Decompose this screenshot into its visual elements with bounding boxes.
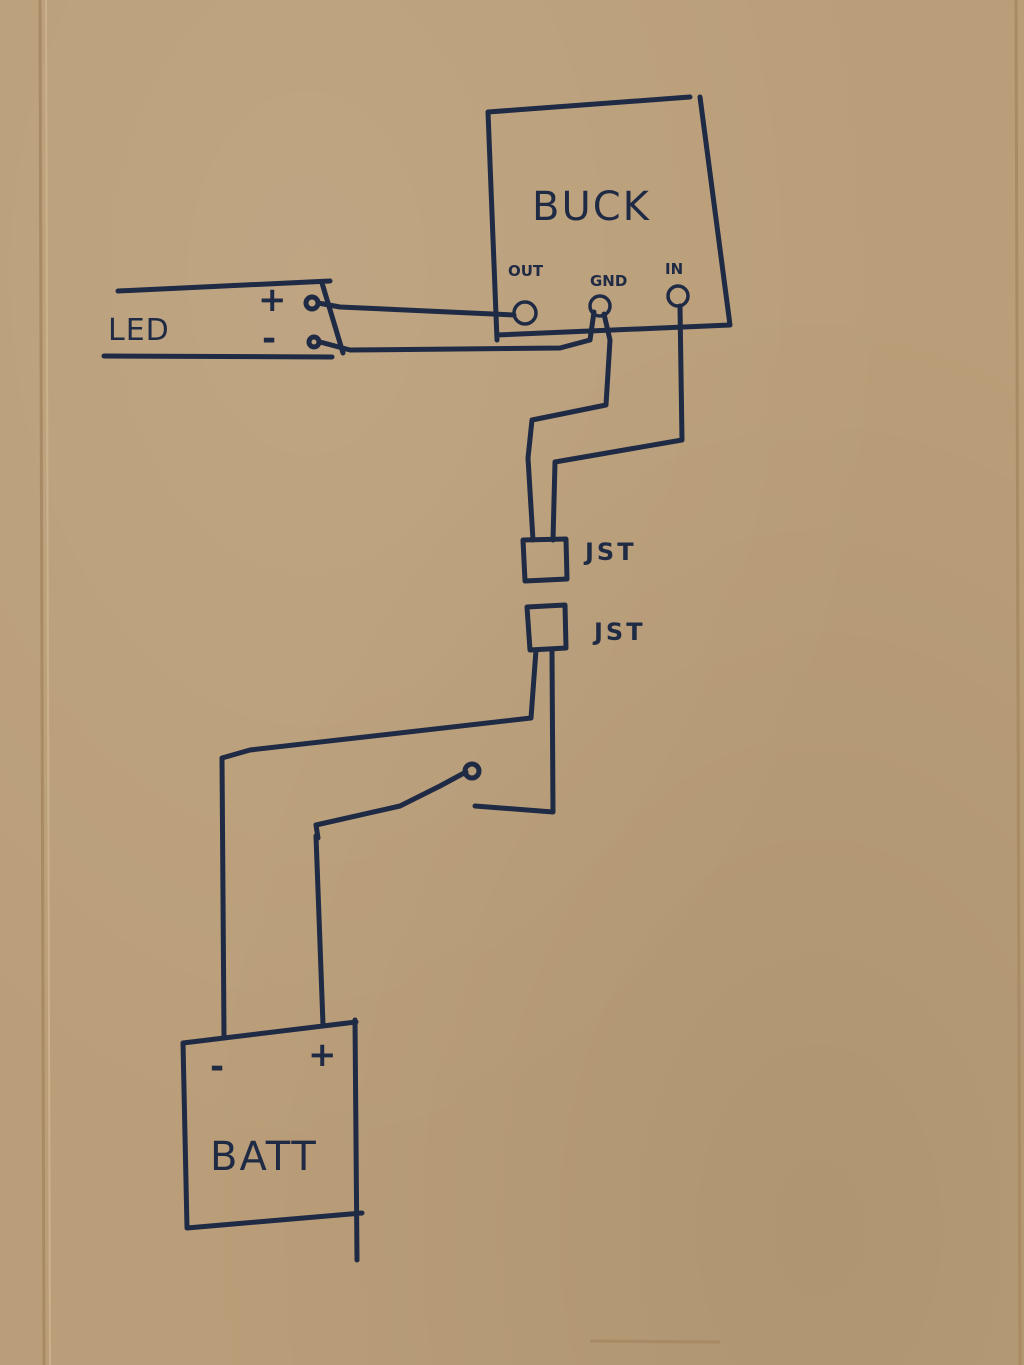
battery-outline: [180, 1017, 365, 1263]
battery-plus-sign: +: [308, 1035, 337, 1075]
led-minus-sign: -: [262, 319, 276, 359]
jst-connector-upper: [520, 536, 570, 584]
led-strip-outline: [101, 278, 346, 360]
buck-pin-in-terminal: [666, 284, 690, 308]
buck-module-outline: [485, 94, 733, 343]
jst-lower-label: JST: [592, 618, 646, 646]
wire-led-plus-to-buck-out: [315, 300, 517, 318]
buck-pin-in-label: IN: [665, 260, 683, 278]
wire-buck-in-to-jst: [550, 303, 685, 543]
wire-switch-to-batt-positive: [313, 833, 326, 1028]
buck-title: BUCK: [532, 184, 651, 230]
switch-lever: [313, 769, 469, 841]
jst-connector-lower: [524, 602, 569, 653]
buck-pin-out-label: OUT: [508, 262, 544, 280]
wire-buck-gnd-to-jst: [525, 311, 613, 543]
wire-jst-to-batt-negative: [219, 647, 539, 1038]
left-fold-highlight: [45, 0, 51, 1365]
jst-upper-label: JST: [583, 538, 637, 566]
wire-jst-to-switch: [472, 647, 556, 815]
switch-pivot: [462, 761, 482, 781]
right-edge-line: [1014, 0, 1022, 1365]
led-plus-sign: +: [258, 280, 287, 320]
led-label: LED: [108, 313, 170, 348]
buck-pin-gnd-terminal: [588, 294, 612, 318]
buck-pin-out-terminal: [512, 300, 538, 326]
battery-label: BATT: [210, 1134, 318, 1180]
wire-led-minus-to-buck-gnd: [317, 309, 597, 353]
bottom-tear-mark: [589, 1339, 721, 1344]
buck-pin-gnd-label: GND: [590, 272, 627, 290]
battery-minus-sign: -: [210, 1047, 224, 1087]
left-fold-line: [38, 0, 46, 1365]
